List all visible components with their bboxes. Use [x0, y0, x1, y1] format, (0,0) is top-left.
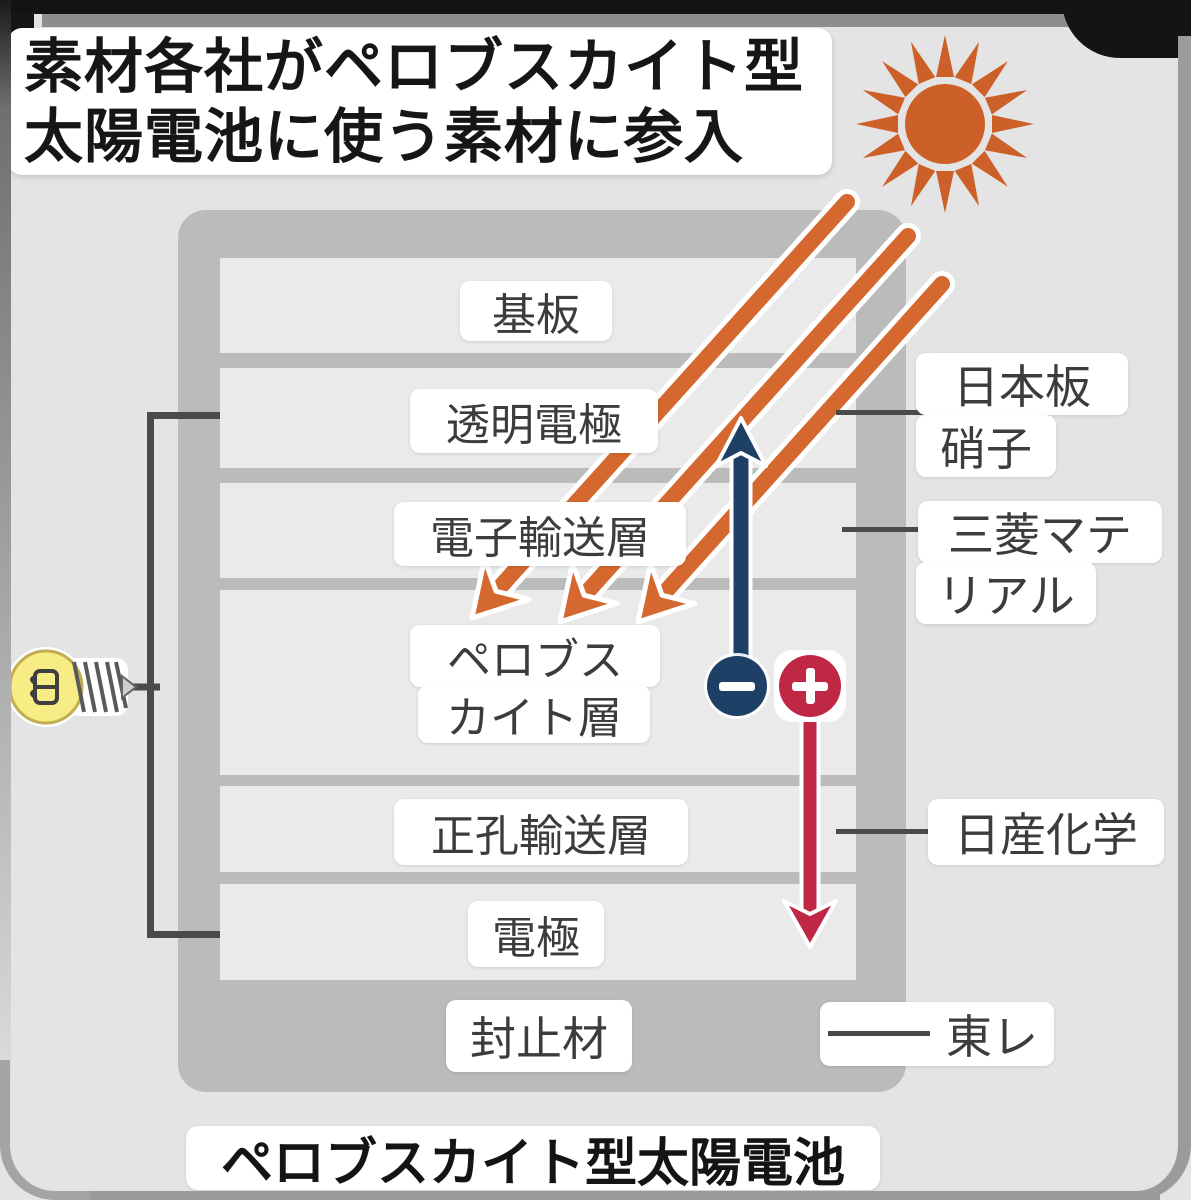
label-nippon-sheet-glass-line-1: 日本板	[916, 353, 1128, 415]
leader-line-toray	[828, 1031, 930, 1036]
label-nissan-chemical: 日産化学	[928, 799, 1164, 865]
leader-line-nippon-sheet-glass	[836, 410, 928, 415]
circuit-wire-bottom	[147, 931, 220, 938]
leader-line-mitsubishi-materials	[842, 527, 930, 532]
light-bulb-icon	[6, 647, 160, 727]
label-perovskite-line-1: ペロブス	[410, 625, 660, 687]
label-toray: 東レ	[820, 1002, 1054, 1066]
label-sealant: 封止材	[446, 1000, 632, 1072]
photo-top-black-bar	[0, 0, 1191, 14]
photo-left-edge	[0, 0, 11, 1200]
minus-icon	[707, 656, 767, 716]
label-electron-transport: 電子輸送層	[394, 502, 686, 566]
label-mitsubishi-materials-line-1: 三菱マテ	[918, 501, 1162, 563]
circuit-wire-vertical	[147, 412, 154, 938]
photo-corner-bottom-left	[0, 1060, 90, 1200]
photo-corner-top-right	[1062, 0, 1191, 58]
label-toray-text: 東レ	[946, 1010, 1038, 1064]
headline-box: 素材各社がペロブスカイト型 太陽電池に使う素材に参入	[8, 28, 832, 175]
label-mitsubishi-materials-line-2: リアル	[916, 562, 1096, 624]
leader-line-nissan-chemical	[836, 829, 932, 834]
photo-top-gray-band	[42, 14, 1191, 27]
plus-icon	[779, 655, 841, 717]
circuit-wire-top	[147, 412, 220, 419]
headline-line-2: 太陽電池に使う素材に参入	[24, 101, 745, 171]
photo-bottom-edge	[55, 1191, 1160, 1200]
label-perovskite-line-2: カイト層	[418, 685, 650, 744]
photo-corner-bottom-right	[1131, 1130, 1191, 1200]
minus-bar	[719, 681, 755, 691]
plus-bar-vertical	[805, 668, 815, 704]
label-substrate: 基板	[460, 281, 612, 341]
diagram-caption: ペロブスカイト型太陽電池	[186, 1126, 880, 1194]
label-electrode: 電極	[468, 901, 604, 967]
headline-line-1: 素材各社がペロブスカイト型	[24, 32, 805, 101]
photo-right-edge	[1178, 36, 1191, 1136]
sun-icon	[856, 35, 1034, 213]
label-transparent-electrode: 透明電極	[410, 389, 658, 453]
label-nippon-sheet-glass-line-2: 硝子	[916, 415, 1056, 477]
label-hole-transport: 正孔輸送層	[394, 799, 688, 865]
